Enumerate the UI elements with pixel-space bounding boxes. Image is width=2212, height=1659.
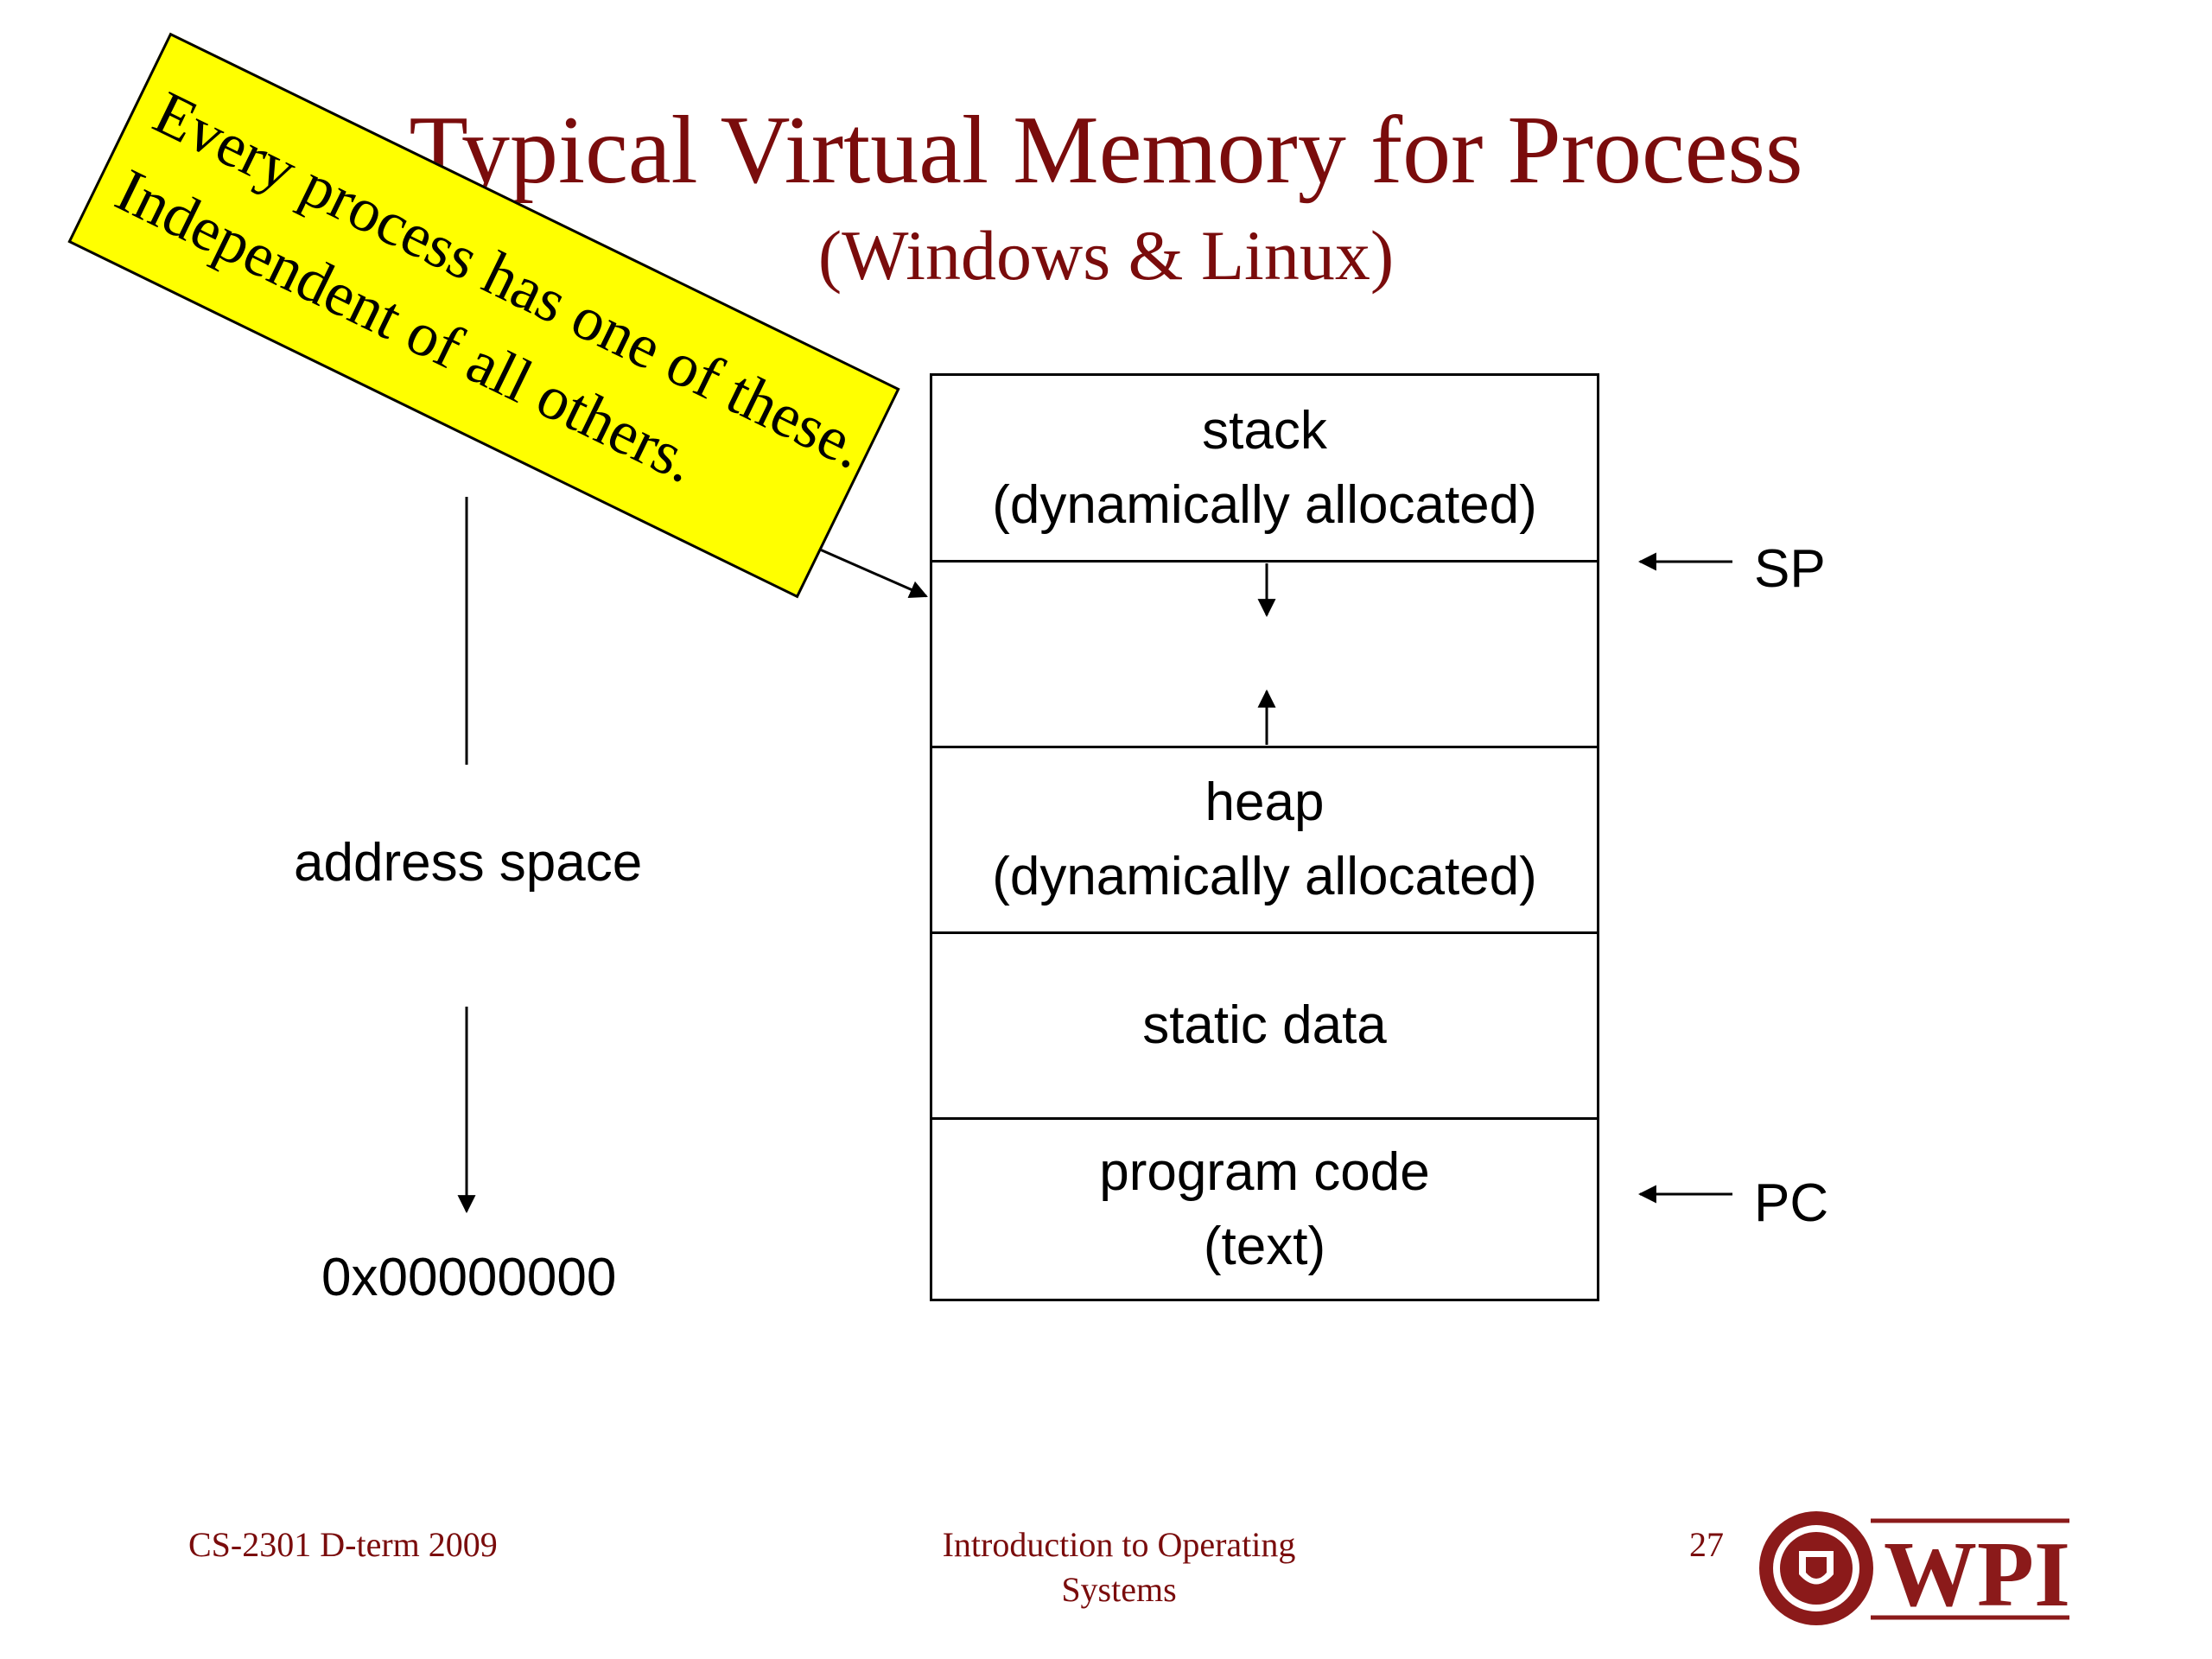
program-code-title: program code bbox=[1099, 1141, 1430, 1202]
stack-segment: stack (dynamically allocated) bbox=[932, 376, 1597, 563]
static-data-title: static data bbox=[1142, 995, 1387, 1055]
stack-segment-title: stack bbox=[1202, 400, 1327, 461]
stack-segment-subtitle: (dynamically allocated) bbox=[992, 474, 1537, 535]
memory-layout-box: stack (dynamically allocated) heap (dyna… bbox=[930, 373, 1599, 1301]
slide-subtitle: (Windows & Linux) bbox=[817, 216, 1395, 295]
sp-register-label: SP bbox=[1754, 539, 1826, 599]
heap-segment-subtitle: (dynamically allocated) bbox=[992, 847, 1537, 906]
heap-segment-title: heap bbox=[1205, 772, 1325, 832]
footer-lecture-line1: Introduction to Operating bbox=[942, 1525, 1296, 1564]
slide-title: Typical Virtual Memory for Process bbox=[409, 97, 1803, 204]
address-zero-label: 0x00000000 bbox=[321, 1248, 617, 1307]
program-code-segment: program code (text) bbox=[932, 1120, 1597, 1299]
static-data-segment: static data bbox=[932, 934, 1597, 1120]
callout-pointer-arrow bbox=[811, 544, 928, 599]
pc-register-label: PC bbox=[1754, 1173, 1829, 1233]
wpi-logo: WPI bbox=[1754, 1503, 2074, 1633]
footer-lecture-line2: Systems bbox=[1061, 1570, 1177, 1609]
footer-course: CS-2301 D-term 2009 bbox=[188, 1525, 498, 1564]
wpi-logo-text: WPI bbox=[1884, 1523, 2070, 1626]
wpi-seal-icon: WPI bbox=[1759, 1511, 2070, 1626]
footer-page-number: 27 bbox=[1689, 1525, 1724, 1564]
address-space-label: address space bbox=[294, 833, 643, 893]
program-code-subtitle: (text) bbox=[1203, 1216, 1326, 1276]
heap-segment: heap (dynamically allocated) bbox=[932, 748, 1597, 934]
free-space-segment bbox=[932, 563, 1597, 748]
footer-lecture: Introduction to Operating Systems bbox=[864, 1522, 1374, 1612]
